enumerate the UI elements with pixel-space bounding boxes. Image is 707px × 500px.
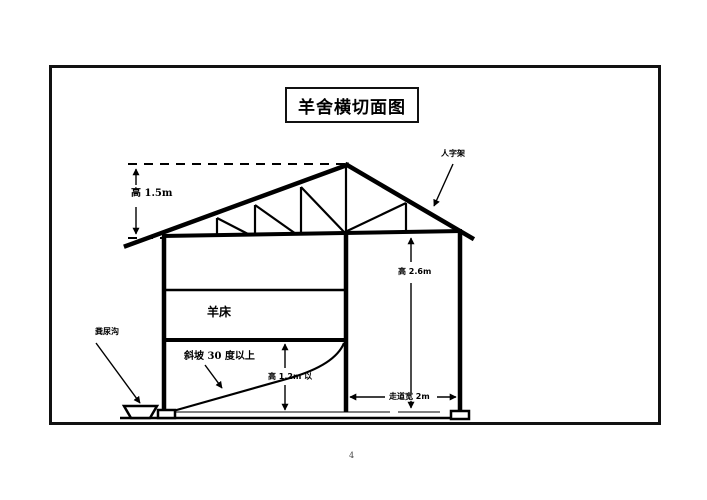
roof-rafters (123, 161, 476, 249)
tie-beam (161, 229, 463, 238)
roof-truss-label: 人字架 (441, 149, 465, 158)
sheep-bed-label: 羊床 (207, 305, 232, 319)
roof-height-label: 高 1.5m (130, 188, 174, 199)
slope-line (165, 342, 346, 415)
post-footings (156, 408, 471, 421)
posts (161, 232, 463, 412)
wall-height-label: 高 2.6m (397, 267, 433, 276)
manure-ditch (121, 404, 160, 420)
manure-ditch-label: 粪尿沟 (95, 327, 119, 336)
aisle-width-label: 走道宽 2m (388, 392, 431, 401)
slope-label: 斜坡 30 度以上 (184, 351, 255, 362)
dimension-arrows (95, 163, 457, 411)
drawing-frame (49, 65, 661, 425)
page-number: 4 (349, 451, 355, 460)
diagram-title: 羊舍横切面图 (285, 87, 419, 123)
truss-webs (215, 166, 408, 235)
bed-height-label: 高 1.2m 以 (268, 372, 313, 381)
ground-line (120, 411, 470, 420)
